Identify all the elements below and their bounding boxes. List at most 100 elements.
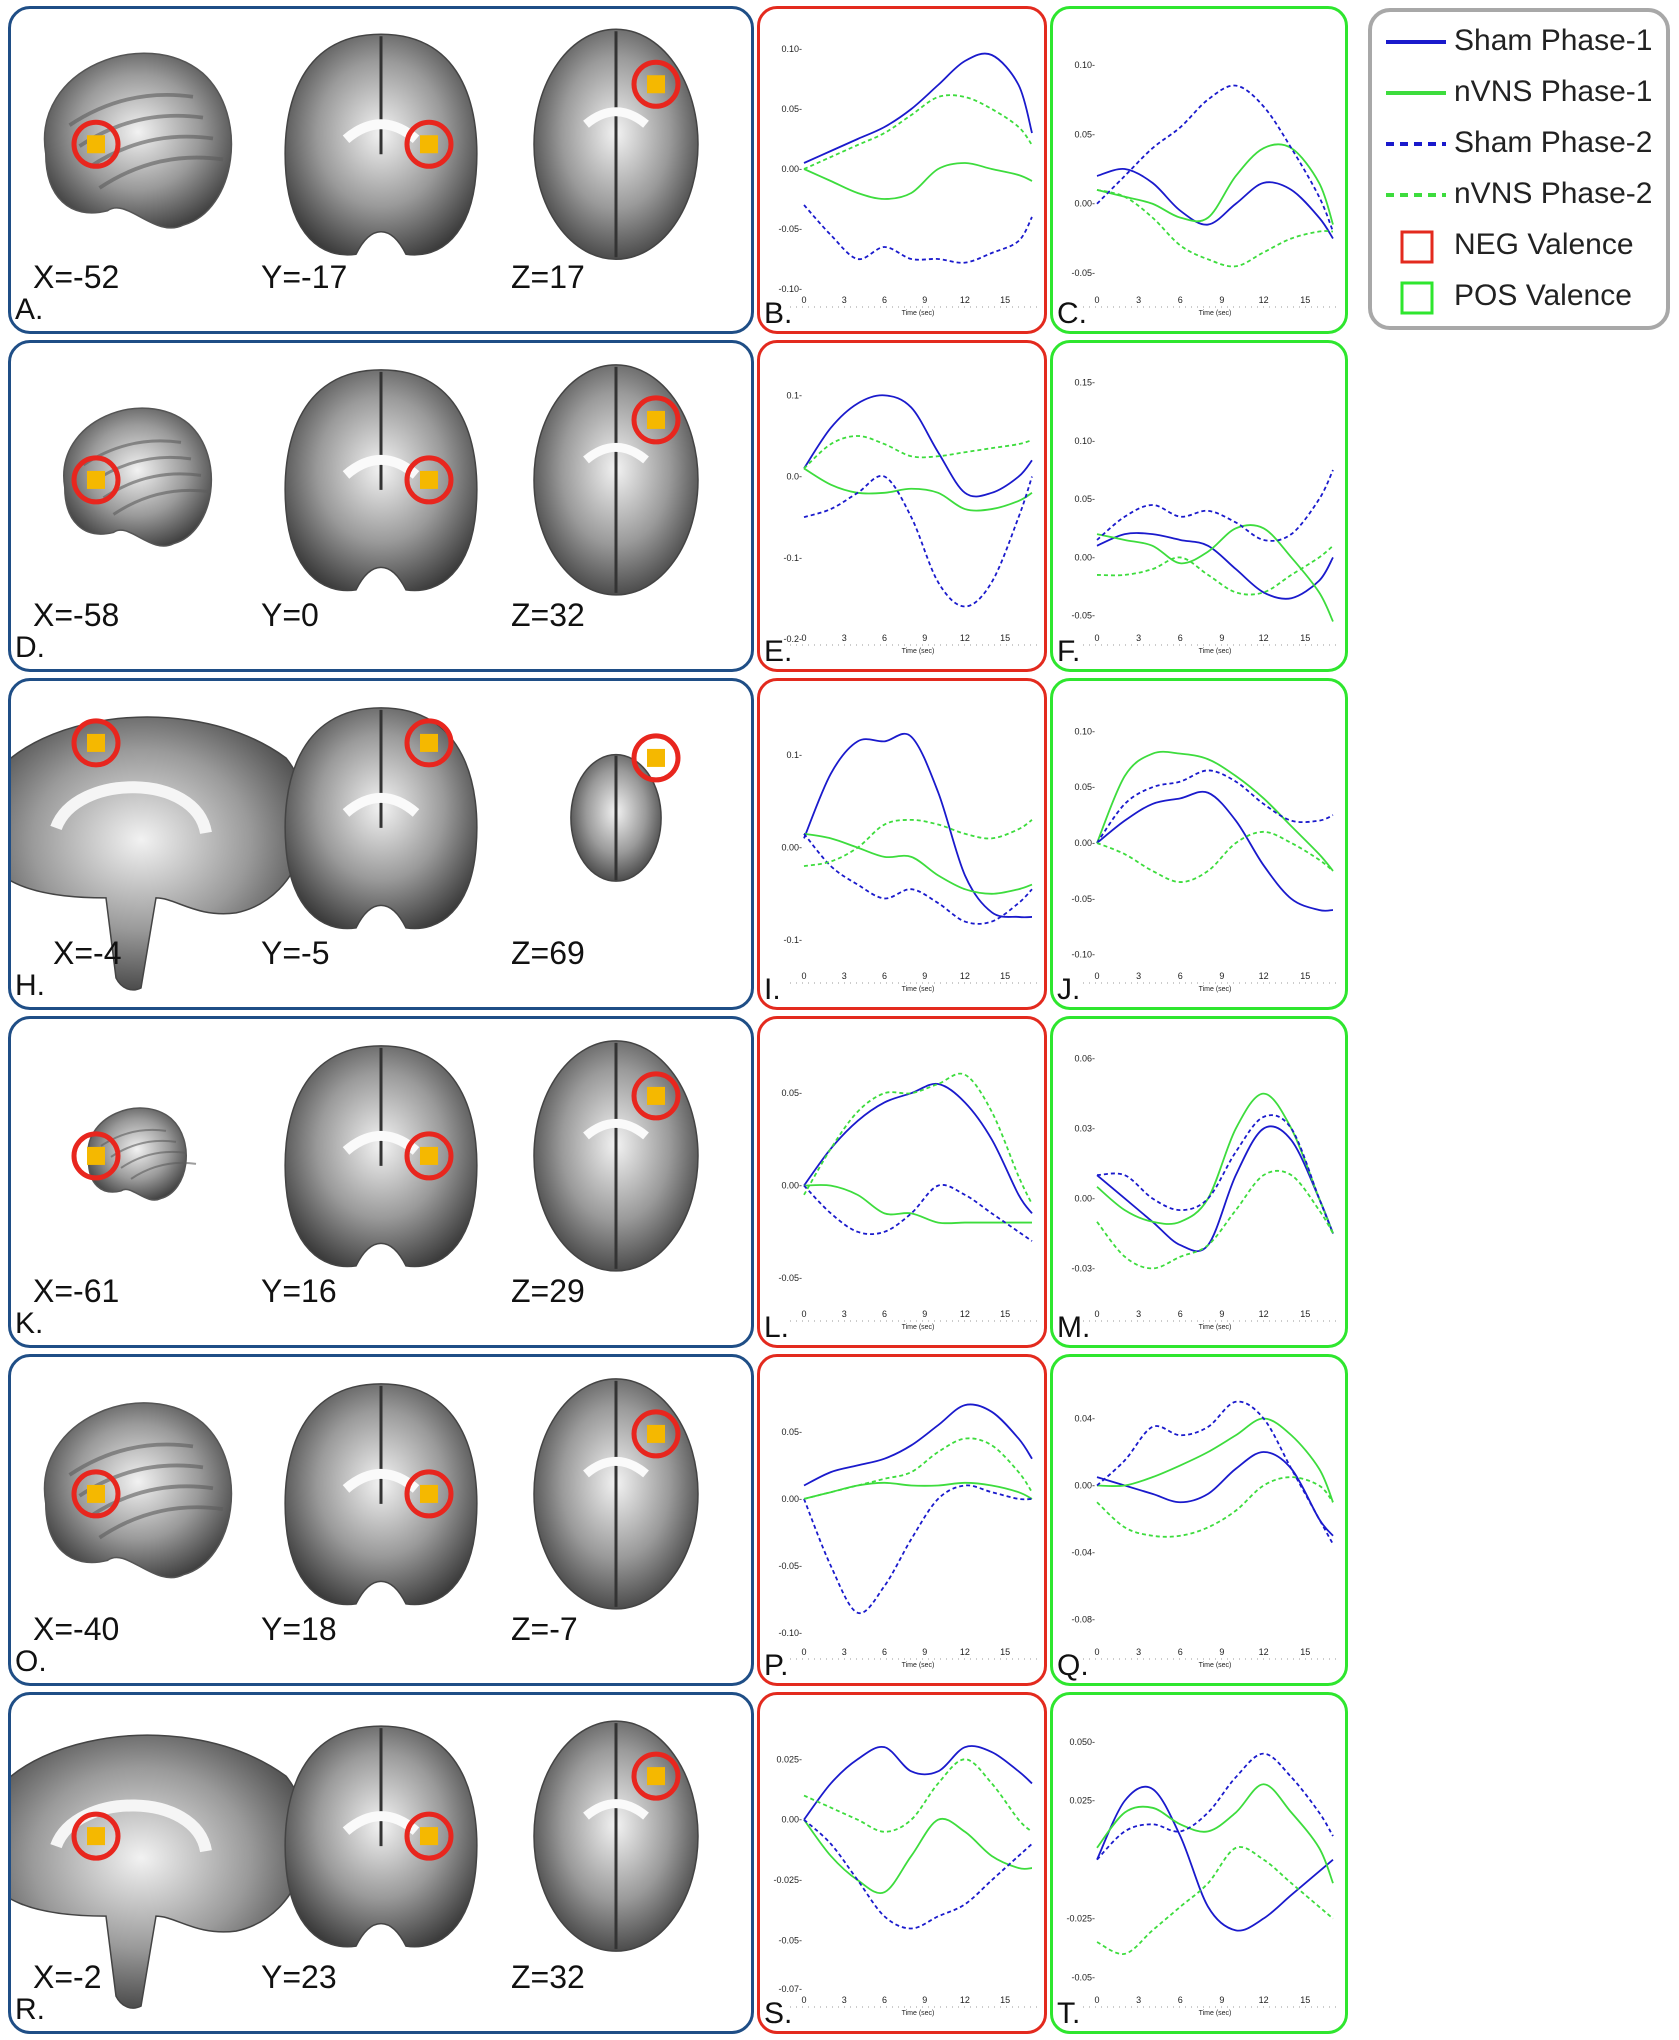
roi-highlight-circle [71, 119, 121, 169]
series-line-nvns-phase-2 [803, 1758, 1033, 1833]
series-line-sham-phase-2 [803, 475, 1033, 608]
x-tick-label: 9 [1219, 295, 1224, 305]
activation-blob [647, 748, 665, 767]
activation-blob [420, 1146, 438, 1165]
x-axis-label: Time (sec) [902, 648, 935, 655]
series-line-nvns-phase-2 [803, 435, 1033, 470]
x-tick-label: 9 [1219, 1995, 1224, 2005]
x-tick-label: 12 [1259, 1995, 1269, 2005]
brain-sagittal-lateral-view [43, 1402, 233, 1579]
x-tick-label: 0 [801, 1309, 806, 1319]
activation-blob [420, 1484, 438, 1503]
coord-label: Y=23 [261, 1959, 337, 1995]
y-tick-label: 0.00- [781, 843, 802, 853]
y-tick-label: 0.05- [1074, 494, 1095, 504]
roi-highlight-circle [631, 733, 681, 783]
brain-coronal-view [284, 33, 478, 256]
series-line-nvns-phase-1 [803, 1817, 1033, 1895]
series-line-sham-phase-1 [1096, 1785, 1334, 1932]
brain-views-1 [63, 364, 699, 596]
series-line-sham-phase-2 [803, 833, 1033, 925]
x-tick-label: 0 [1094, 633, 1099, 643]
x-tick-label: 6 [1178, 295, 1183, 305]
panel-label: K. [15, 1307, 44, 1340]
y-tick-label: -0.1- [783, 553, 802, 563]
series-line-nvns-phase-1 [803, 1481, 1033, 1500]
y-tick-label: 0.00- [1074, 1193, 1095, 1203]
x-tick-label: 3 [842, 1995, 847, 2005]
brain-slice [0, 1734, 307, 2009]
x-tick-label: 6 [1178, 1647, 1183, 1657]
x-tick-label: 3 [1136, 971, 1141, 981]
y-tick-label: -0.05- [1071, 611, 1095, 621]
roi-highlight-circle [631, 59, 681, 109]
series-line-sham-phase-2 [1096, 469, 1334, 542]
series-line-sham-phase-1 [803, 52, 1033, 164]
series-line-nvns-phase-1 [803, 467, 1033, 512]
y-tick-label: -0.10- [1071, 950, 1095, 960]
y-tick-label: 0.00- [1074, 199, 1095, 209]
y-tick-label: -0.10- [778, 1628, 802, 1638]
x-tick-label: 0 [801, 1995, 806, 2005]
roi-highlight-circle [71, 1469, 121, 1519]
x-tick-label: 3 [842, 633, 847, 643]
x-tick-label: 3 [842, 295, 847, 305]
legend-box-swatch [1400, 281, 1434, 315]
legend-label: nVNS Phase-2 [1454, 177, 1653, 210]
x-tick-label: 0 [1094, 295, 1099, 305]
y-tick-label: -0.10- [778, 284, 802, 294]
legend-label: NEG Valence [1454, 228, 1634, 261]
x-tick-label: 9 [922, 633, 927, 643]
activation-blob [420, 470, 438, 489]
series-line-nvns-phase-1 [1096, 750, 1334, 872]
x-tick-label: 6 [882, 1647, 887, 1657]
x-tick-label: 0 [801, 633, 806, 643]
panel-label: P. [764, 1649, 789, 1682]
roi-highlight-circle [71, 718, 121, 768]
x-tick-label: 9 [922, 295, 927, 305]
brain-sagittal-lateral-view [43, 52, 233, 229]
panel-label: F. [1057, 635, 1081, 668]
panel-label: M. [1057, 1311, 1091, 1344]
coord-label: Y=-5 [261, 935, 330, 971]
series-line-sham-phase-1 [1096, 168, 1334, 239]
series-line-sham-phase-2 [803, 1819, 1033, 1930]
roi-highlight-circle [631, 1751, 681, 1801]
x-axis-label: Time (sec) [902, 310, 935, 317]
coord-label: X=-2 [33, 1959, 102, 1995]
y-tick-label: 0.025- [776, 1754, 802, 1764]
x-tick-label: 12 [960, 1647, 970, 1657]
roi-highlight-circle [71, 1811, 121, 1861]
series-line-nvns-phase-2 [803, 1072, 1033, 1205]
y-tick-label: 0.00- [781, 164, 802, 174]
x-tick-label: 12 [960, 1995, 970, 2005]
coord-label: Z=32 [511, 1959, 585, 1995]
series-line-sham-phase-2 [1096, 1114, 1334, 1234]
series-line-nvns-phase-1 [1096, 143, 1334, 225]
coord-label: Y=-17 [261, 259, 348, 295]
x-axis-label: Time (sec) [1199, 310, 1232, 317]
brain-views-3 [71, 1040, 699, 1272]
series-line-sham-phase-1 [1096, 532, 1334, 600]
y-tick-label: 0.05- [1074, 129, 1095, 139]
series-line-sham-phase-2 [803, 1184, 1033, 1242]
brain-coronal-view [284, 1045, 478, 1268]
x-tick-label: 6 [1178, 1309, 1183, 1319]
legend-item: POS Valence [1372, 275, 1666, 321]
series-line-sham-phase-1 [803, 732, 1033, 919]
brain-axial-view [533, 1040, 699, 1272]
x-tick-label: 3 [1136, 295, 1141, 305]
roi-highlight-circle [631, 1409, 681, 1459]
x-tick-label: 6 [1178, 633, 1183, 643]
series-line-sham-phase-1 [1096, 790, 1334, 912]
series-line-sham-phase-2 [1096, 1752, 1334, 1861]
series-line-nvns-phase-2 [1096, 545, 1334, 596]
y-tick-label: 0.10- [1074, 60, 1095, 70]
activation-blob [87, 135, 105, 154]
